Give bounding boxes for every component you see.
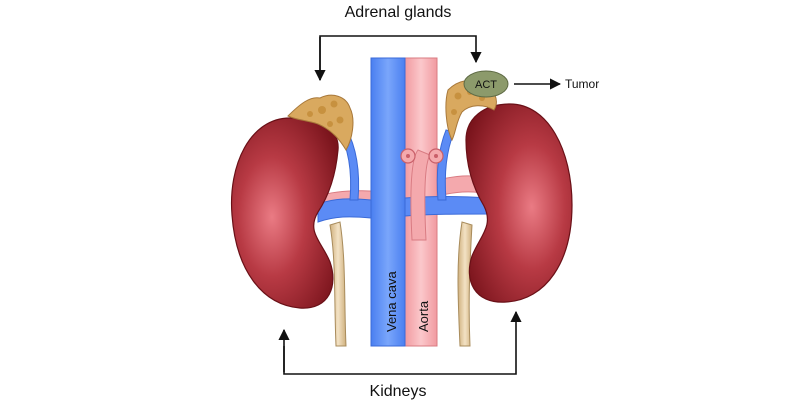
left-adrenal-vein [337,127,360,201]
act-label: ACT [475,79,497,91]
right-ureter [457,221,473,347]
left-ureter [329,221,347,347]
adrenal-arrows [314,35,482,82]
left-renal-vein [317,198,372,223]
vena-cava-label: Vena cava [384,271,399,332]
adrenal-glands-label: Adrenal glands [345,4,452,21]
right-kidney [465,103,573,303]
left-kidney [230,117,339,309]
kidneys-label: Kidneys [370,383,427,400]
kidney-arrows [278,310,522,375]
aortic-branches [400,148,444,241]
tumor-mass [463,70,509,98]
aorta-label: Aorta [416,300,431,332]
vena-cava [370,57,406,347]
left-adrenal-gland [287,94,354,151]
tumor-label: Tumor [565,77,599,91]
